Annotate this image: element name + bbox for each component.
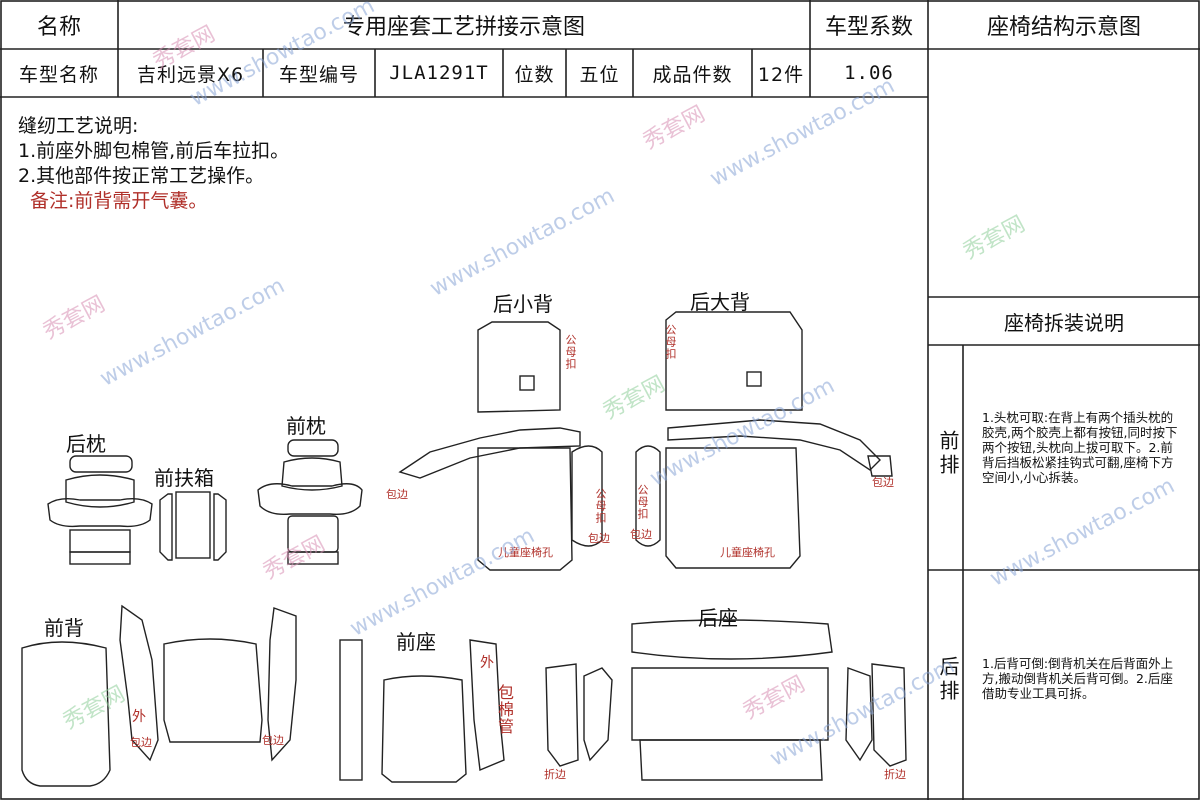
rear-big-back-pieces xyxy=(635,311,893,569)
label-binding-6: 包边 xyxy=(262,734,284,747)
label-buckle-rear-big: 公母扣 xyxy=(664,324,677,360)
sewing-notes: 缝纫工艺说明: 1.前座外脚包棉管,前后车拉扣。 2.其他部件按正常工艺操作。 … xyxy=(18,114,289,214)
label-rear-small-back: 后小背 xyxy=(493,292,553,316)
coef-value: 1.06 xyxy=(844,62,894,84)
disassembly-title: 座椅拆装说明 xyxy=(1004,310,1124,335)
label-front-seat: 前座 xyxy=(396,630,436,654)
rear-headrest-pieces xyxy=(47,455,153,565)
front-back-pieces xyxy=(21,604,297,787)
front-row-text: 1.头枕可取:在背上有两个插头枕的胶壳,两个胶壳上都有按钮,同时按下两个按钮,头… xyxy=(982,410,1178,485)
name-label: 名称 xyxy=(36,14,81,40)
code-label: 车型编号 xyxy=(278,63,359,86)
notes-line-1: 1.前座外脚包棉管,前后车拉扣。 xyxy=(18,140,290,162)
structure-title: 座椅结构示意图 xyxy=(986,14,1141,40)
page-title: 专用座套工艺拼接示意图 xyxy=(342,14,585,40)
label-child-hole-1: 儿童座椅孔 xyxy=(498,546,553,559)
model-value: 吉利远景X6 xyxy=(136,63,245,86)
label-fold-1: 折边 xyxy=(544,768,566,781)
model-label: 车型名称 xyxy=(18,63,99,86)
label-buckle-rear-small: 公母扣 xyxy=(564,334,577,370)
label-buckle-rear-big-side: 公母扣 xyxy=(636,484,649,520)
notes-line-2: 2.其他部件按正常工艺操作。 xyxy=(18,165,265,187)
label-binding-3: 包边 xyxy=(630,528,652,541)
pieces-label: 成品件数 xyxy=(652,63,733,86)
seats-value: 五位 xyxy=(579,63,620,86)
rear-seat-pieces xyxy=(545,619,907,781)
label-rear-big-back: 后大背 xyxy=(690,290,750,314)
pieces-value: 12件 xyxy=(757,63,805,86)
label-front-back: 前背 xyxy=(44,616,84,640)
coef-label: 车型系数 xyxy=(824,14,913,40)
label-outer-2: 外 xyxy=(480,655,494,671)
rear-row-text: 1.后背可倒:倒背机关在后背面外上方,搬动倒背机关后背可倒。2.后座借助专业工具… xyxy=(982,656,1174,701)
code-value: JLA1291T xyxy=(389,62,489,84)
notes-title: 缝纫工艺说明: xyxy=(18,115,139,137)
label-binding-4: 包边 xyxy=(872,476,894,489)
label-binding-1: 包边 xyxy=(386,488,408,501)
rear-row-label: 后排 xyxy=(936,656,960,704)
front-armrest-pieces xyxy=(159,491,227,561)
label-buckle-rear-small-side: 公母扣 xyxy=(594,488,607,524)
label-front-headrest: 前枕 xyxy=(286,414,326,438)
label-child-hole-2: 儿童座椅孔 xyxy=(720,546,775,559)
label-rear-seat: 后座 xyxy=(698,606,738,630)
label-front-armrest: 前扶箱 xyxy=(154,466,214,490)
seats-label: 位数 xyxy=(514,63,555,86)
label-binding-5: 包边 xyxy=(130,736,152,749)
label-outer-1: 外 xyxy=(132,709,146,725)
front-seat-pieces xyxy=(339,639,505,783)
label-rear-headrest: 后枕 xyxy=(66,432,106,456)
pattern-drawings xyxy=(21,311,907,787)
label-fold-2: 折边 xyxy=(884,768,906,781)
label-binding-2: 包边 xyxy=(588,532,610,545)
label-cotton-tube: 包棉管 xyxy=(495,684,514,735)
front-row-label: 前排 xyxy=(936,430,960,478)
notes-remark: 备注:前背需开气囊。 xyxy=(30,190,208,212)
front-headrest-pieces xyxy=(257,439,363,565)
rear-small-back-pieces xyxy=(398,321,603,571)
